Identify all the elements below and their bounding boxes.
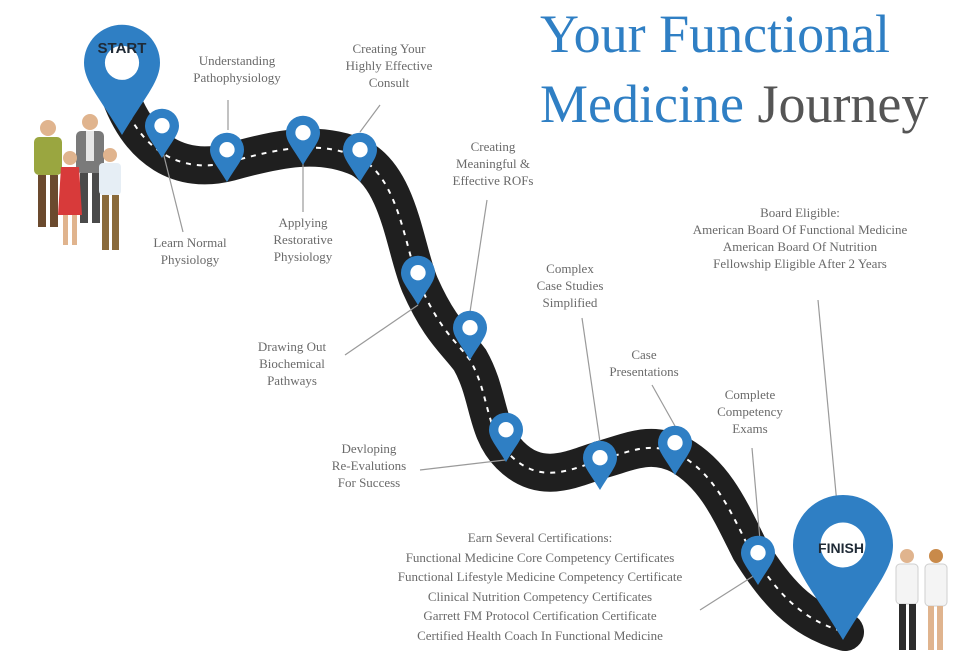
map-pin-icon: [489, 412, 523, 462]
leader-lines: [162, 100, 839, 611]
page-title-line2: Medicine Journey: [540, 74, 928, 134]
finish-pin-icon: [793, 494, 893, 640]
doctors-icon: [895, 549, 948, 650]
map-pin-icon: [658, 425, 692, 475]
family-group-icon: [34, 114, 121, 250]
page-title: Your Functional: [540, 4, 890, 64]
map-pins: [84, 24, 893, 640]
map-pin-icon: [741, 535, 775, 585]
certifications-block: Earn Several Certifications:Functional M…: [397, 530, 683, 643]
map-pin-icon: [583, 440, 617, 490]
board-eligible-block: Board Eligible:American Board Of Functio…: [692, 205, 908, 271]
map-pin-icon: [453, 310, 487, 360]
title-part2: Medicine: [540, 74, 744, 134]
finish-label: FINISH: [818, 540, 864, 556]
map-pin-icon: [286, 115, 320, 165]
title-part3: Journey: [757, 74, 929, 134]
map-pin-icon: [343, 132, 377, 182]
title-part1: Your Functional: [540, 4, 891, 64]
start-pin-icon: [84, 24, 160, 136]
map-pin-icon: [145, 108, 179, 158]
start-label: START: [97, 40, 147, 57]
map-pin-icon: [401, 255, 435, 305]
map-pin-icon: [210, 132, 244, 182]
road-center-line: [119, 94, 846, 633]
